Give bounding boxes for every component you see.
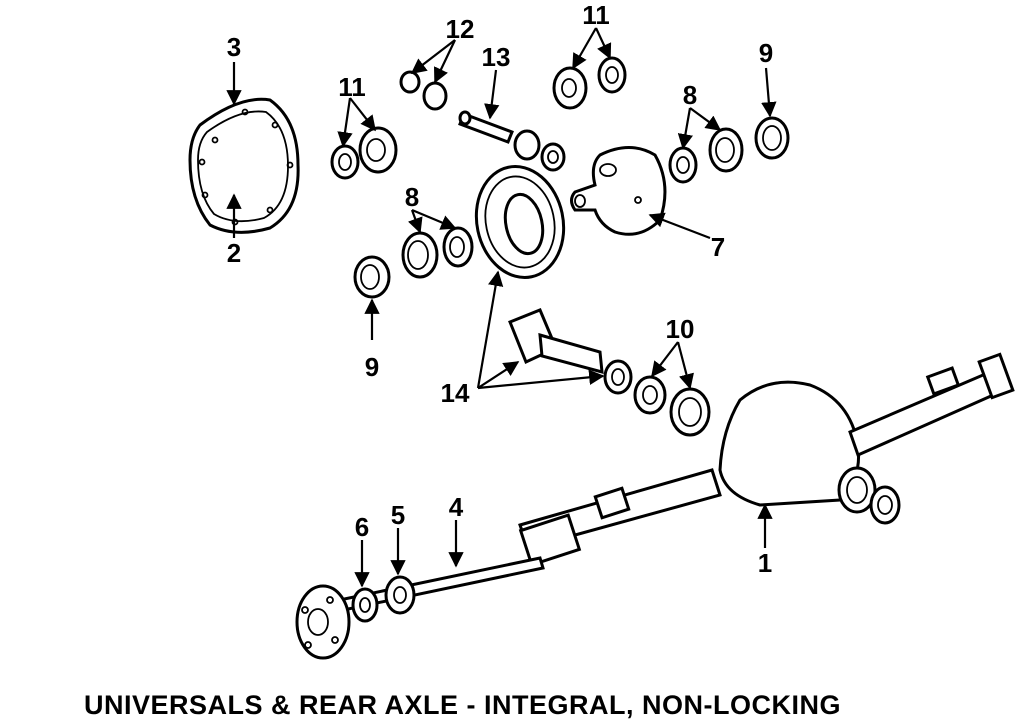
- callout-14: 14: [441, 378, 470, 408]
- pinion-shaft-13: [458, 110, 514, 144]
- drive-pinion-14: [508, 308, 633, 395]
- callout-11-left: 11: [338, 72, 366, 102]
- axle-housing-1: [518, 352, 1015, 567]
- leader-lines: [226, 27, 777, 588]
- callout-7: 7: [711, 232, 725, 262]
- pinion-seal-left: [353, 255, 391, 299]
- differential-cover: [188, 97, 300, 234]
- side-gear-left-11: [330, 126, 398, 180]
- callout-8-left: 8: [405, 182, 419, 212]
- pinion-bearing-10: [633, 375, 711, 437]
- differential-case-7: [570, 146, 667, 236]
- callout-8-right: 8: [683, 80, 697, 110]
- callout-2: 2: [227, 238, 241, 268]
- callout-3: 3: [227, 32, 241, 62]
- callout-6: 6: [355, 512, 369, 542]
- callout-12: 12: [446, 14, 475, 44]
- diagram-caption: UNIVERSALS & REAR AXLE - INTEGRAL, NON-L…: [84, 690, 842, 720]
- ring-gear: [474, 164, 566, 280]
- pinion-mate-gears: [513, 129, 566, 172]
- axle-shaft-4: [295, 556, 545, 660]
- bearing-right-8: [668, 127, 744, 184]
- retainer-6: [351, 587, 379, 623]
- callout-4: 4: [449, 492, 464, 522]
- wheel-bearing-5: [384, 575, 416, 615]
- callout-1: 1: [758, 548, 772, 578]
- pinion-gear-12: [399, 70, 448, 111]
- callout-10: 10: [666, 314, 695, 344]
- callout-11-top: 11: [582, 0, 610, 30]
- callout-13: 13: [482, 42, 511, 72]
- side-gear-top-11: [552, 56, 627, 110]
- callout-9-left: 9: [365, 352, 379, 382]
- bearing-left-8: [401, 226, 474, 279]
- callout-5: 5: [391, 500, 405, 530]
- seal-right-9: [754, 116, 790, 160]
- callout-9-right: 9: [759, 38, 773, 68]
